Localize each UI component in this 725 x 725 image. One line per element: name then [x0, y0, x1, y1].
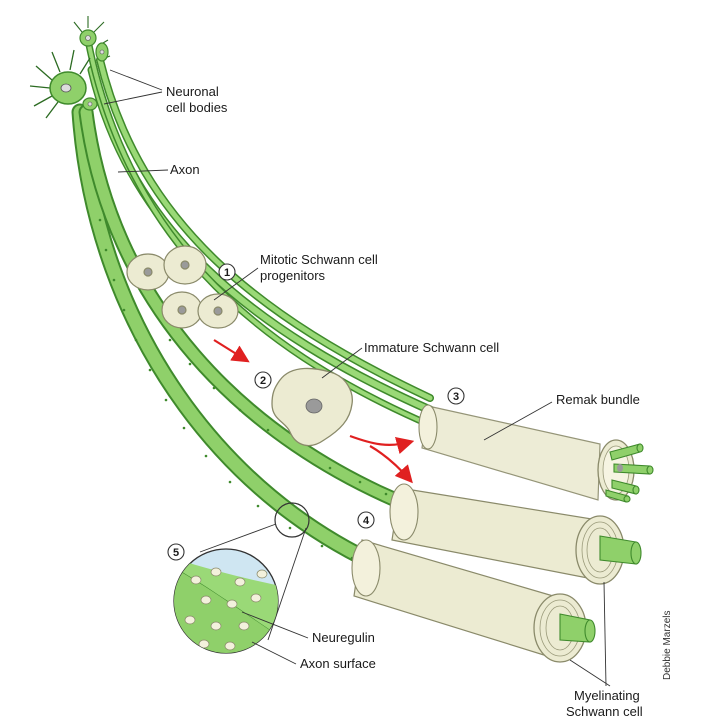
- step-5-marker: 5: [167, 543, 185, 561]
- neuron-large: [29, 49, 91, 119]
- axon-surface-dots: [98, 218, 388, 560]
- illustrator-credit: Debbie Marzels: [662, 611, 673, 680]
- mitotic-progenitor-cells: [126, 245, 239, 329]
- step-4-marker: 4: [357, 511, 375, 529]
- diagram-labels: Neuronal cell bodies Axon Mitotic Schwan…: [166, 84, 673, 719]
- label-immature: Immature Schwann cell: [364, 340, 499, 355]
- leader-lines: [103, 69, 611, 687]
- svg-text:3: 3: [453, 391, 459, 403]
- step-1-marker: 1: [218, 263, 236, 281]
- arrow-immature-to-remak: [349, 434, 415, 454]
- remak-bundle: [418, 404, 654, 503]
- development-arrows: [213, 339, 415, 484]
- svg-text:2: 2: [260, 375, 266, 387]
- label-remak: Remak bundle: [556, 392, 640, 407]
- label-progenitors-2: progenitors: [260, 268, 326, 283]
- label-cell-bodies-1: Neuronal: [166, 84, 219, 99]
- step-markers: 1 2 3 4 5: [167, 263, 465, 561]
- label-myelinating-2: Schwann cell: [566, 704, 643, 719]
- axon-surface-magnifier: [173, 502, 310, 654]
- axon-upper-a: [87, 65, 435, 415]
- axon-upper-c: [84, 36, 434, 429]
- svg-text:5: 5: [173, 547, 179, 559]
- svg-text:4: 4: [363, 515, 370, 527]
- remak-axon-ends: [605, 443, 654, 503]
- label-cell-bodies-2: cell bodies: [166, 100, 228, 115]
- step-3-marker: 3: [447, 387, 465, 405]
- arrow-immature-to-myelinating: [369, 445, 413, 484]
- axon-bundle: [71, 36, 439, 594]
- neuronal-cell-bodies: [29, 16, 111, 119]
- svg-text:1: 1: [224, 267, 230, 279]
- label-myelinating-1: Myelinating: [574, 688, 640, 703]
- neuregulin-dots: [184, 567, 268, 651]
- myelinating-schwann-cell-upper: [389, 483, 642, 585]
- step-2-marker: 2: [254, 371, 272, 389]
- label-axon: Axon: [170, 162, 200, 177]
- label-axon-surface: Axon surface: [300, 656, 376, 671]
- arrow-progenitor-to-immature: [213, 339, 250, 363]
- label-progenitors-1: Mitotic Schwann cell: [260, 252, 378, 267]
- myelinating-schwann-cell-lower: [351, 539, 596, 663]
- label-neuregulin: Neuregulin: [312, 630, 375, 645]
